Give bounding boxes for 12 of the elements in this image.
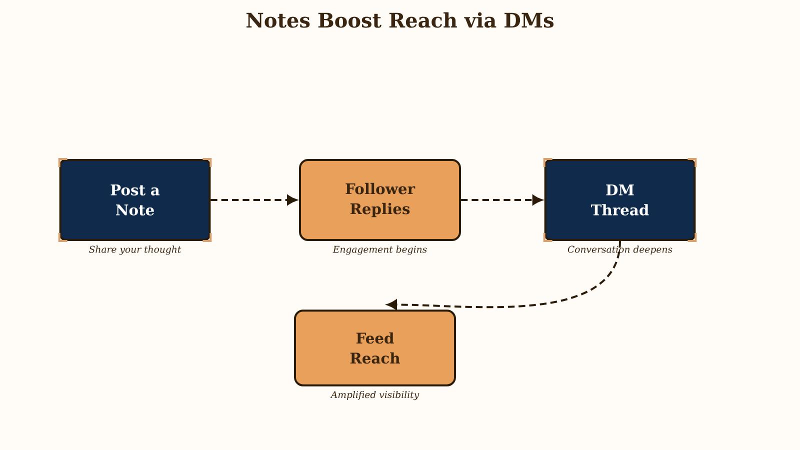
process-box: Follower Replies [299, 159, 461, 241]
arrow [210, 195, 297, 205]
node-label: Conversation deepens [568, 246, 672, 255]
node-label: Engagement begins [332, 246, 427, 255]
node-label: Amplified visibility [330, 390, 420, 400]
arrow [387, 240, 621, 310]
arrow [461, 195, 542, 205]
process-box: DM Thread [544, 159, 696, 241]
node-label: Share your thought [89, 246, 182, 255]
title: Notes Boost Reach via DMs [246, 12, 554, 28]
process-box: Feed Reach [294, 310, 456, 386]
process-box: Post a Note [59, 159, 211, 241]
